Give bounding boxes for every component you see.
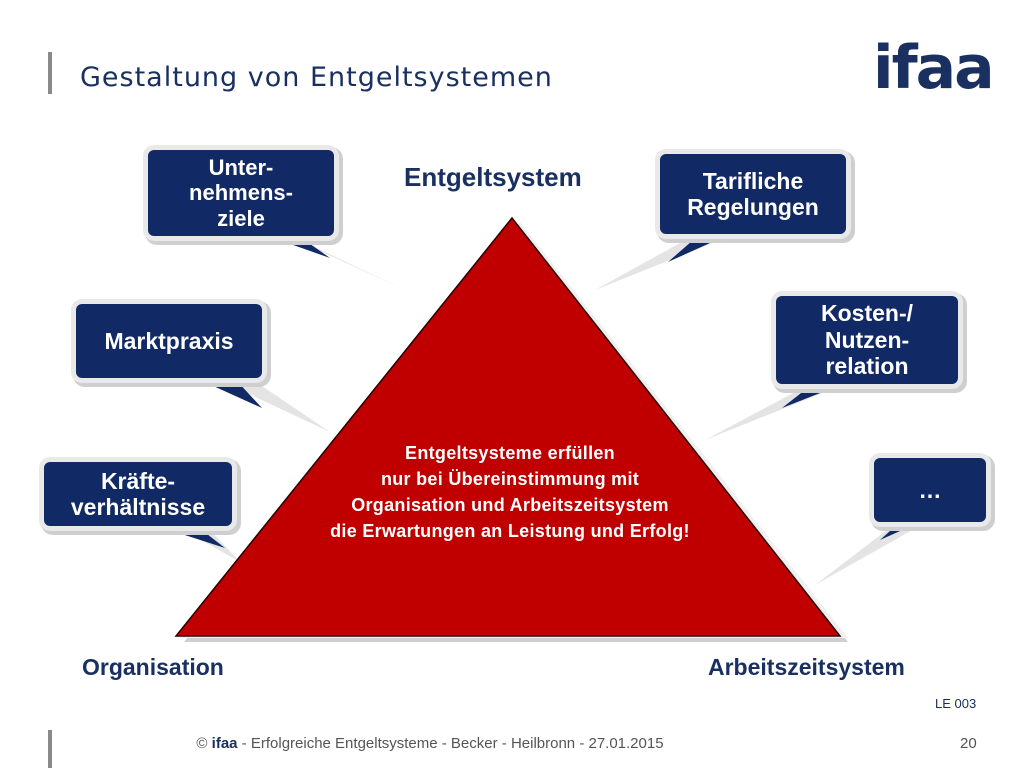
page-title: Gestaltung von Entgeltsystemen [80, 62, 553, 93]
bubble-unternehmensziele-text: Unter- nehmens- ziele [189, 155, 293, 231]
footer-copyright: © [196, 735, 212, 752]
bubble-tarifliche-regelungen-text: Tarifliche Regelungen [687, 167, 819, 220]
bubble-ellipsis: … [874, 458, 986, 522]
bubble-tarifliche-regelungen: Tarifliche Regelungen [660, 154, 846, 234]
bubble-marktpraxis-text: Marktpraxis [104, 327, 234, 354]
bubble-kosten-nutzen: Kosten-/ Nutzen- relation [776, 296, 958, 384]
footer-details: - Erfolgreiche Entgeltsysteme - Becker -… [237, 735, 664, 752]
slide-code: LE 003 [935, 696, 977, 711]
tail-unternehmensziele-inner [262, 234, 330, 258]
bubble-marktpraxis: Marktpraxis [76, 304, 262, 378]
tail-tarifliche [595, 232, 740, 290]
tail-marktpraxis-inner [200, 380, 262, 408]
footer-brand: ifaa [211, 735, 238, 752]
tail-kraefte-inner [160, 527, 225, 548]
base-left-label: Organisation [82, 654, 224, 680]
bubble-kraefteverhaeltnisse: Kräfte- verhältnisse [44, 462, 232, 526]
tail-kosten [705, 384, 845, 440]
bubble-tails [160, 228, 930, 585]
tail-ellipsis-inner [880, 522, 920, 540]
footer-text: © ifaa - Erfolgreiche Entgeltsysteme - B… [160, 735, 700, 752]
bubble-ellipsis-text: … [918, 476, 942, 503]
tail-tarifliche-inner [668, 234, 730, 262]
bubble-kraefteverhaeltnisse-text: Kräfte- verhältnisse [70, 467, 206, 520]
entgeltsystem-triangle [174, 216, 842, 637]
tail-ellipsis [815, 520, 930, 585]
triangle-center-text: Entgeltsysteme erfüllen nur bei Übereins… [330, 443, 690, 542]
apex-label: Entgeltsystem [404, 162, 582, 192]
base-right-label: Arbeitszeitsystem [708, 654, 905, 680]
tail-kosten-inner [782, 386, 838, 408]
footer-accent-bar [48, 730, 52, 768]
bubble-unternehmensziele: Unter- nehmens- ziele [148, 150, 334, 236]
bubble-kosten-nutzen-text: Kosten-/ Nutzen- relation [821, 300, 913, 380]
ifaa-logo: ifaa [873, 33, 995, 103]
page-number: 20 [960, 735, 977, 752]
header-accent-bar [48, 52, 52, 94]
